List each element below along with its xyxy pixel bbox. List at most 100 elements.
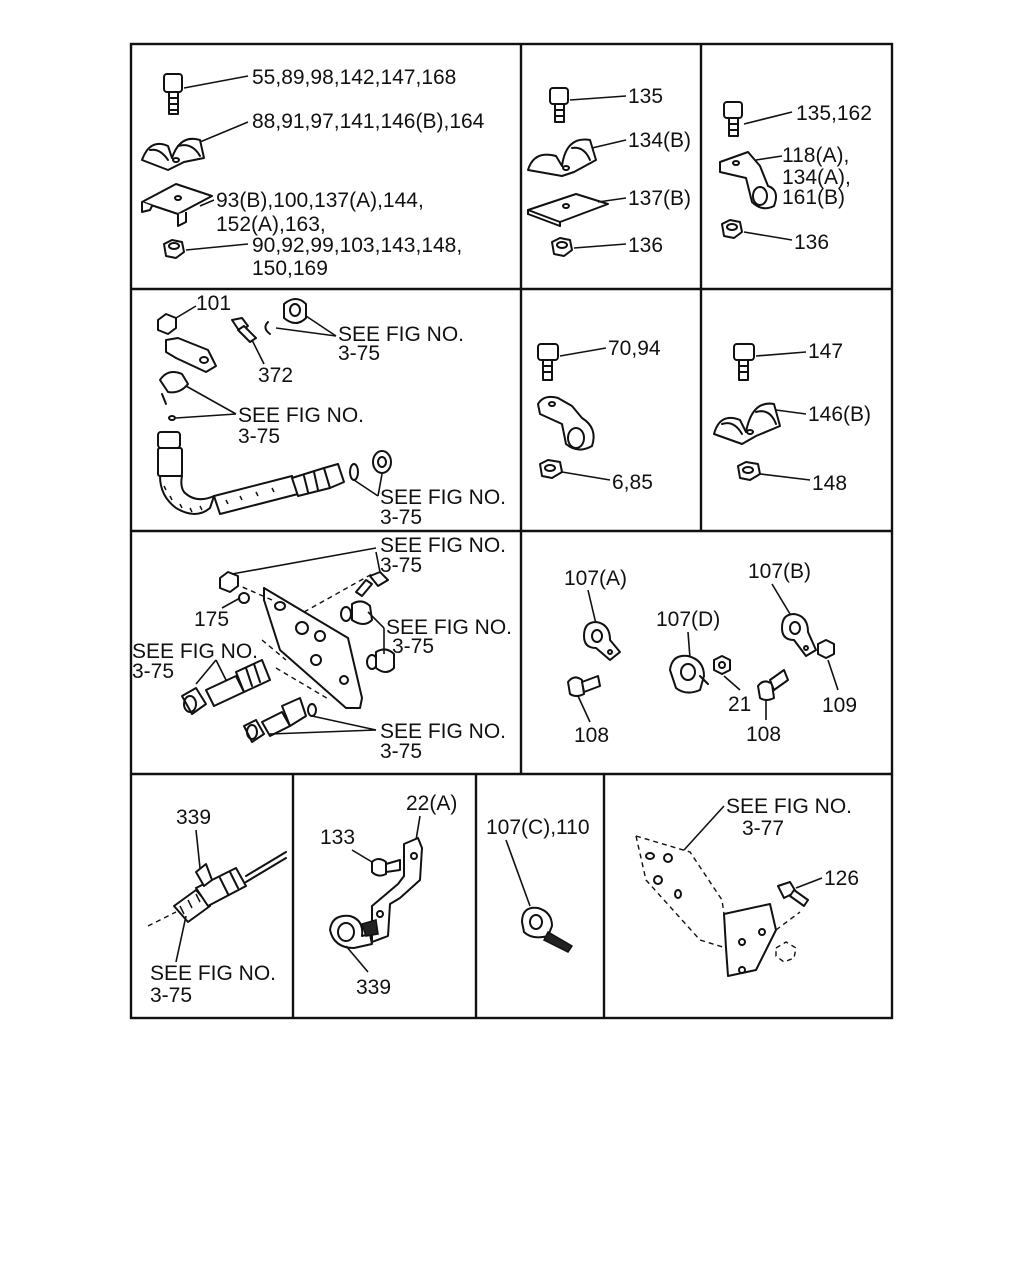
label-175: 175: [194, 608, 229, 631]
nut-icon: [817, 639, 835, 659]
panel-tie-strap: 107(C),110: [486, 816, 590, 953]
panel-hardware-set-5: 147 146(B) 148: [713, 340, 871, 495]
washer-nut-stack-icon: [340, 600, 395, 673]
label-see-fig-ref: 3-77: [742, 817, 784, 840]
panel-hardware-set-1: 55,89,98,142,147,168 88,91,97,141,146(B)…: [141, 66, 485, 280]
label-see-fig-right: SEE FIG NO.: [386, 616, 512, 639]
bracket-icon: [159, 337, 217, 421]
panel-p-clips: 107(A) 108 107(B) 109 107(D): [564, 560, 857, 747]
label-see-fig-2: SEE FIG NO.: [238, 404, 364, 427]
tie-strap-icon: [521, 906, 574, 953]
bolt-icon: [537, 343, 559, 381]
label-137b: 137(B): [628, 187, 691, 210]
panel-z-bracket: 22(A) 133 339: [320, 792, 457, 999]
panel-mount-bracket: SEE FIG NO. 3-77 126: [635, 795, 859, 977]
nut-icon: [737, 461, 761, 481]
label-see-fig-3: SEE FIG NO.: [380, 486, 506, 509]
bolt-icon: [355, 571, 389, 597]
bolt-icon: [549, 87, 569, 123]
nut-icon: [539, 459, 563, 479]
label-161b: 161(B): [782, 186, 845, 209]
label-clamp-refs: 88,91,97,141,146(B),164: [252, 110, 485, 133]
nut-icon: [551, 237, 573, 257]
label-101: 101: [196, 292, 231, 315]
hose-icon: [157, 431, 392, 515]
label-see-fig-left-ref: 3-75: [132, 660, 174, 683]
label-146b: 146(B): [808, 403, 871, 426]
label-70-94: 70,94: [608, 337, 661, 360]
double-clamp-icon: [141, 137, 205, 171]
panel-hardware-set-3: 135,162 118(A), 134(A), 161(B) 136: [719, 101, 872, 254]
cushion-clip-icon: [669, 654, 709, 694]
label-nut-refs-line1: 90,92,99,103,143,148,: [252, 234, 462, 257]
label-21: 21: [728, 693, 751, 716]
washer-icon: [713, 655, 731, 675]
label-109: 109: [822, 694, 857, 717]
bolt-icon: [231, 317, 257, 343]
union-fitting-icon: [243, 697, 317, 743]
panel-hose-assembly: 101 372 SEE FIG NO. 3-75 SEE FIG NO. 3-7…: [157, 292, 506, 529]
label-see-fig-3-ref: 3-75: [380, 506, 422, 529]
screw-icon: [757, 669, 789, 701]
nut-icon: [721, 219, 743, 239]
cable-assembly-icon: [147, 851, 287, 927]
label-107c-110: 107(C),110: [486, 816, 590, 839]
label-134a: 134(A),: [782, 166, 851, 189]
label-see-fig-top-ref: 3-75: [380, 554, 422, 577]
label-134b: 134(B): [628, 129, 691, 152]
label-see-fig-ref: 3-75: [150, 984, 192, 1007]
label-136: 136: [794, 231, 829, 254]
screw-icon: [567, 675, 601, 697]
label-118a: 118(A),: [782, 144, 849, 167]
label-see-fig-bottom-ref: 3-75: [380, 740, 422, 763]
panel-bracket-fittings: SEE FIG NO. 3-75 175 SEE FIG NO. 3-75 SE…: [132, 534, 512, 763]
label-108-left: 108: [574, 724, 609, 747]
offset-clamp-icon: [719, 151, 777, 210]
label-136: 136: [628, 234, 663, 257]
label-107a: 107(A): [564, 567, 627, 590]
nut-icon: [157, 313, 177, 335]
label-107b: 107(B): [748, 560, 811, 583]
panel-hardware-set-2: 135 134(B) 137(B) 136: [527, 85, 691, 257]
label-107d: 107(D): [656, 608, 720, 631]
hose-fitting-icon: [181, 659, 271, 715]
clamp-icon: [527, 138, 597, 177]
label-148: 148: [812, 472, 847, 495]
panel-hardware-set-4: 70,94 6,85: [537, 337, 661, 494]
label-channel-refs-line2: 152(A),163,: [216, 213, 326, 236]
plate-icon: [527, 193, 609, 227]
label-339: 339: [176, 806, 211, 829]
label-126: 126: [824, 867, 859, 890]
bolt-icon: [723, 101, 743, 137]
label-see-fig-top: SEE FIG NO.: [380, 534, 506, 557]
double-clamp-icon: [713, 402, 781, 445]
p-clip-icon: [583, 621, 621, 661]
label-see-fig-2-ref: 3-75: [238, 425, 280, 448]
label-see-fig: SEE FIG NO.: [150, 962, 276, 985]
label-bolt-refs: 55,89,98,142,147,168: [252, 66, 456, 89]
p-clip-icon: [329, 914, 379, 949]
bolt-icon: [777, 881, 809, 907]
screw-icon: [371, 858, 401, 877]
label-see-fig-1-ref: 3-75: [338, 342, 380, 365]
label-372: 372: [258, 364, 293, 387]
label-see-fig: SEE FIG NO.: [726, 795, 852, 818]
mount-bracket-icon: [635, 835, 801, 977]
fitting-icon: [264, 298, 307, 335]
label-135-162: 135,162: [796, 102, 872, 125]
label-channel-refs-line1: 93(B),100,137(A),144,: [216, 189, 424, 212]
label-339: 339: [356, 976, 391, 999]
bolt-icon: [733, 343, 755, 381]
label-133: 133: [320, 826, 355, 849]
diagram-frame: [129, 42, 894, 1020]
label-147: 147: [808, 340, 843, 363]
label-see-fig-left: SEE FIG NO.: [132, 640, 258, 663]
label-see-fig-1: SEE FIG NO.: [338, 323, 464, 346]
label-22a: 22(A): [406, 792, 457, 815]
channel-bracket-icon: [141, 183, 213, 227]
panel-cable-clip: 339 SEE FIG NO. 3-75: [147, 806, 287, 1007]
label-see-fig-right-ref: 3-75: [392, 635, 434, 658]
bolt-icon: [163, 73, 183, 115]
nut-icon: [775, 941, 797, 963]
